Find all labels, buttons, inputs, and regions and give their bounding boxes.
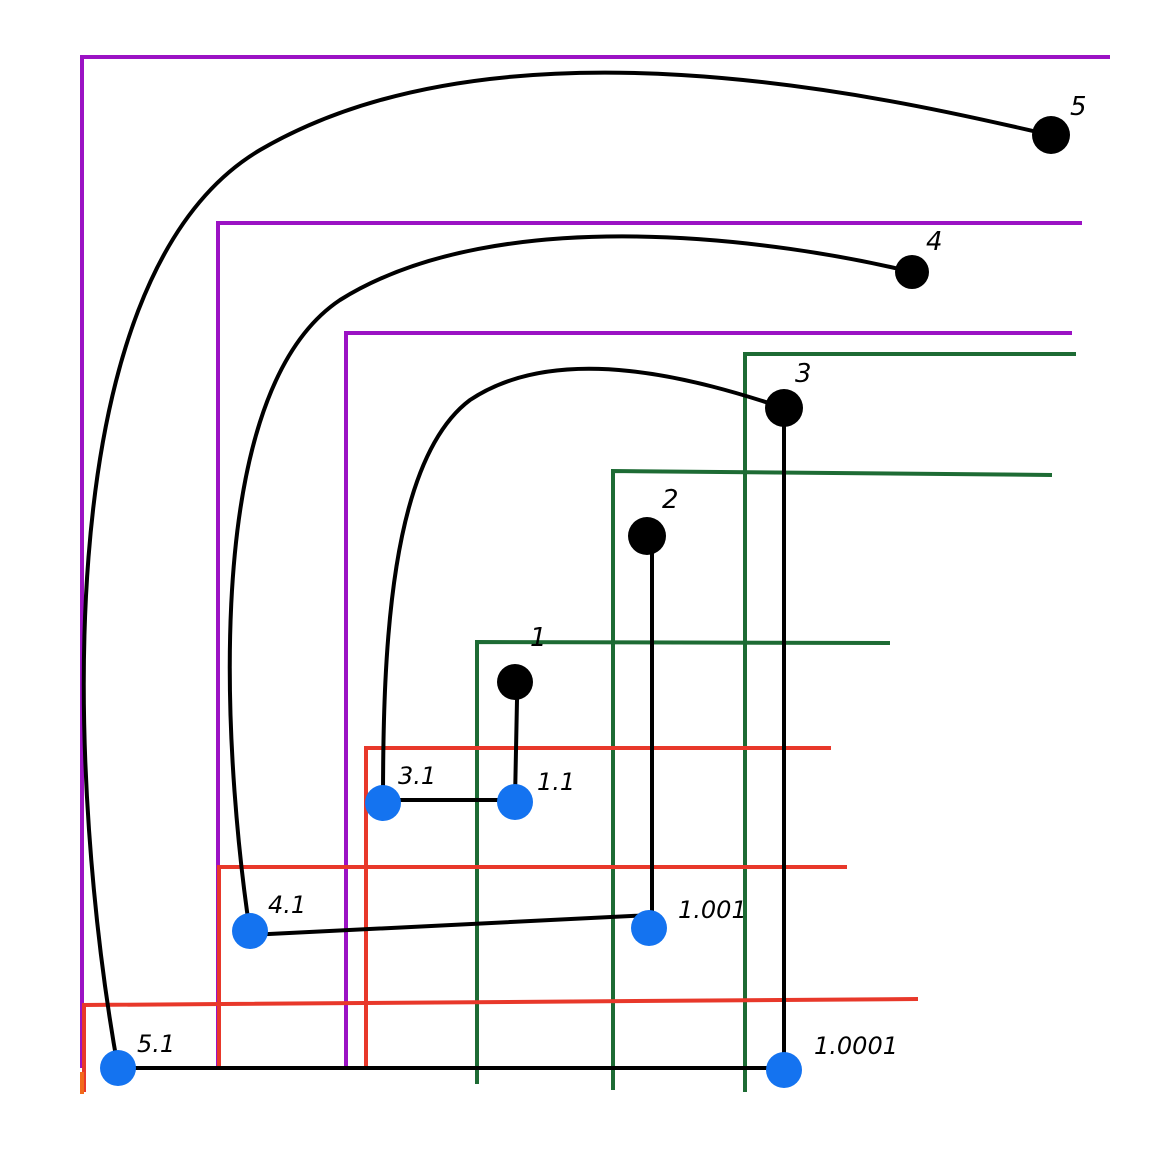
black-node-5: [1032, 116, 1070, 154]
green-frame-inner: [475, 639, 891, 1084]
label-node-1: 1: [530, 623, 547, 653]
label-node-5: 5: [1070, 92, 1087, 122]
blue-node-3-1: [365, 785, 401, 821]
label-node-4-1: 4.1: [268, 891, 306, 919]
blue-node-1-001: [631, 910, 667, 946]
green-frame-middle: [611, 468, 1053, 1090]
blue-node-5-1: [100, 1050, 136, 1086]
label-node-3: 3: [795, 359, 812, 389]
red-frame-middle: [217, 865, 847, 1068]
purple-frames: [80, 55, 1110, 1068]
purple-frame-outer: [80, 55, 1110, 1068]
blue-nodes: [100, 784, 802, 1088]
connector-2: [248, 535, 654, 937]
red-frame-outer: [82, 997, 919, 1092]
connector-3: [381, 366, 786, 802]
red-frames: [82, 746, 919, 1092]
label-node-1-1: 1.1: [537, 768, 575, 796]
black-node-3: [765, 389, 803, 427]
black-node-4: [895, 255, 929, 289]
black-node-1: [497, 664, 533, 700]
label-node-3-1: 3.1: [398, 762, 436, 790]
connector-4: [227, 234, 914, 934]
label-node-4: 4: [926, 227, 943, 257]
label-node-1-0001: 1.0001: [814, 1032, 898, 1060]
blue-node-1-1: [497, 784, 533, 820]
black-nodes: [497, 116, 1070, 700]
purple-frame-middle: [216, 221, 1082, 1068]
label-node-5-1: 5.1: [137, 1030, 175, 1058]
green-frame-outer: [743, 352, 1076, 1092]
blue-node-4-1: [232, 913, 268, 949]
purple-frame-inner: [344, 331, 1072, 1068]
label-node-1-001: 1.001: [678, 896, 747, 924]
connector-5: [81, 70, 1052, 1070]
label-node-2: 2: [662, 485, 679, 515]
black-node-2: [628, 517, 666, 555]
green-frames: [475, 352, 1076, 1092]
blue-node-1-0001: [766, 1052, 802, 1088]
red-frame-inner: [364, 746, 831, 1068]
